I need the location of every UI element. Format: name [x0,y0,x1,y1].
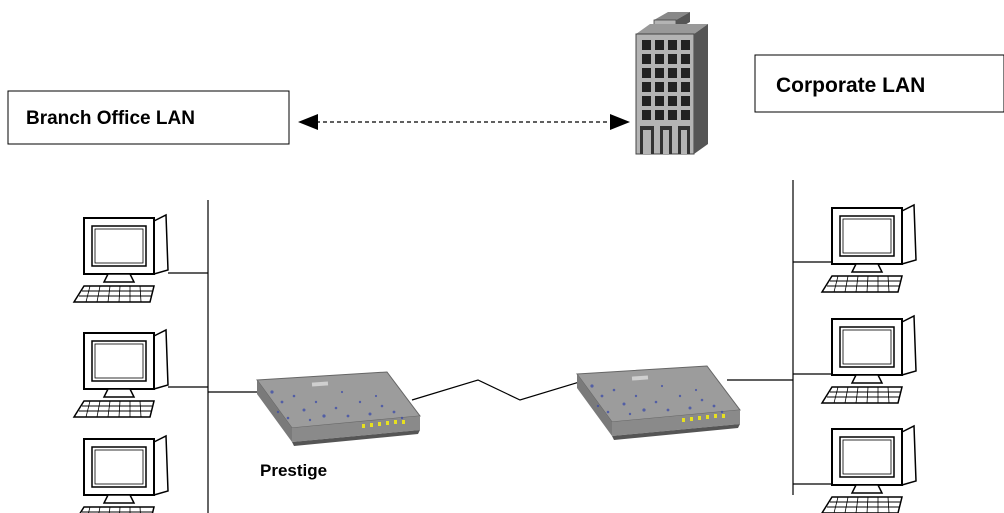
corporate-label: Corporate LAN [776,74,925,97]
branch-computer-1 [73,214,169,303]
branch-office-label: Branch Office LAN [26,108,195,129]
prestige-router-icon [256,371,421,447]
branch-office-label-box: Branch Office LAN [7,90,290,145]
prestige-label: Prestige [260,461,327,480]
wan-link-zigzag [411,379,587,401]
corporate-lan-bus [727,180,832,495]
corporate-router-icon [576,365,741,441]
branch-lan-bus [168,200,265,513]
corporate-computer-1 [821,204,917,293]
corporate-computer-2 [821,315,917,404]
branch-computer-2 [73,329,169,418]
office-building-icon [635,11,709,155]
corporate-label-box: Corporate LAN [754,54,1004,113]
branch-computer-3 [73,435,169,513]
corporate-computer-3 [821,425,917,513]
vpn-dashed-link-arrow [298,114,630,130]
